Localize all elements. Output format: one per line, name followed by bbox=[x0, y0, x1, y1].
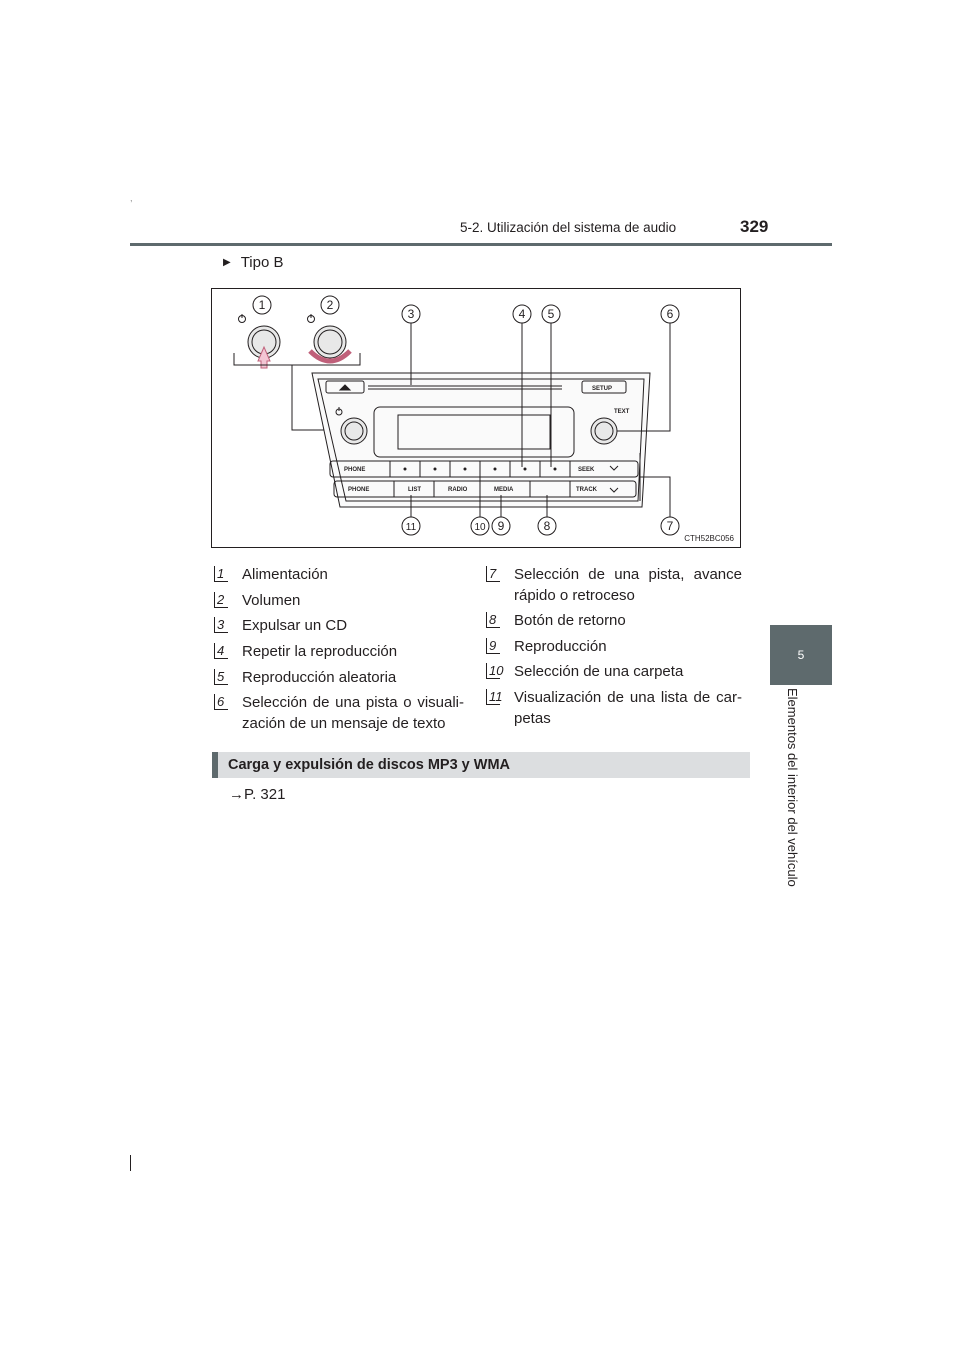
media-button-label: MEDIA bbox=[494, 487, 514, 493]
callout-9: 9 bbox=[498, 519, 505, 533]
chapter-tab-number: 5 bbox=[797, 648, 805, 662]
page-number: 329 bbox=[740, 217, 769, 236]
edge-tick: , bbox=[130, 193, 133, 203]
header-divider bbox=[130, 243, 832, 246]
subsection-title: Tipo B bbox=[240, 254, 284, 271]
section-heading: Carga y expulsión de discos MP3 y WMA bbox=[228, 757, 511, 773]
callout-11: 11 bbox=[406, 522, 417, 533]
chapter-tab-label: Elementos del interior del vehículo bbox=[785, 688, 800, 887]
audio-panel-body bbox=[311, 372, 651, 508]
callout-leader-lines bbox=[410, 323, 671, 517]
chapter-tab: 5 bbox=[770, 625, 832, 685]
list-button-label: LIST bbox=[408, 487, 421, 493]
callout-7: 7 bbox=[667, 519, 674, 533]
radio-button-label: RADIO bbox=[448, 487, 468, 493]
phone-button-label: PHONE bbox=[344, 467, 365, 473]
callout-2: 2 bbox=[327, 298, 334, 312]
text-button-label: TEXT bbox=[614, 409, 630, 415]
power-knob-illustration bbox=[238, 314, 281, 369]
knob-bracket bbox=[233, 353, 361, 366]
track-button-label: TRACK bbox=[576, 487, 598, 493]
callout-1: 1 bbox=[259, 298, 266, 312]
callout-4: 4 bbox=[519, 307, 526, 321]
audio-panel-illustration: 1 2 3 4 5 6 7 8 9 10 11 bbox=[233, 295, 680, 536]
phone-hangup-button-label: PHONE bbox=[348, 487, 369, 493]
callout-10: 10 bbox=[474, 522, 486, 533]
seek-button-label: SEEK bbox=[578, 467, 595, 473]
subsection-heading: ▶ Tipo B bbox=[223, 254, 284, 271]
section-heading-bar: Carga y expulsión de discos MP3 y WMA bbox=[212, 752, 750, 778]
callout-6: 6 bbox=[667, 307, 674, 321]
page-edge-mark bbox=[130, 1155, 131, 1171]
header-section-title: 5-2. Utilización del sistema de audio bbox=[460, 220, 677, 235]
callout-8: 8 bbox=[544, 519, 551, 533]
volume-knob-illustration bbox=[307, 314, 352, 364]
setup-button-label: SETUP bbox=[592, 386, 612, 392]
page-reference-link[interactable]: →P. 321 bbox=[229, 786, 286, 803]
triangle-marker-icon: ▶ bbox=[223, 257, 231, 268]
callout-3: 3 bbox=[408, 307, 415, 321]
audio-panel-figure: 1 2 3 4 5 6 7 8 9 10 11 bbox=[211, 288, 741, 548]
callout-5: 5 bbox=[548, 307, 555, 321]
figure-code: CTH52BC056 bbox=[684, 534, 734, 543]
